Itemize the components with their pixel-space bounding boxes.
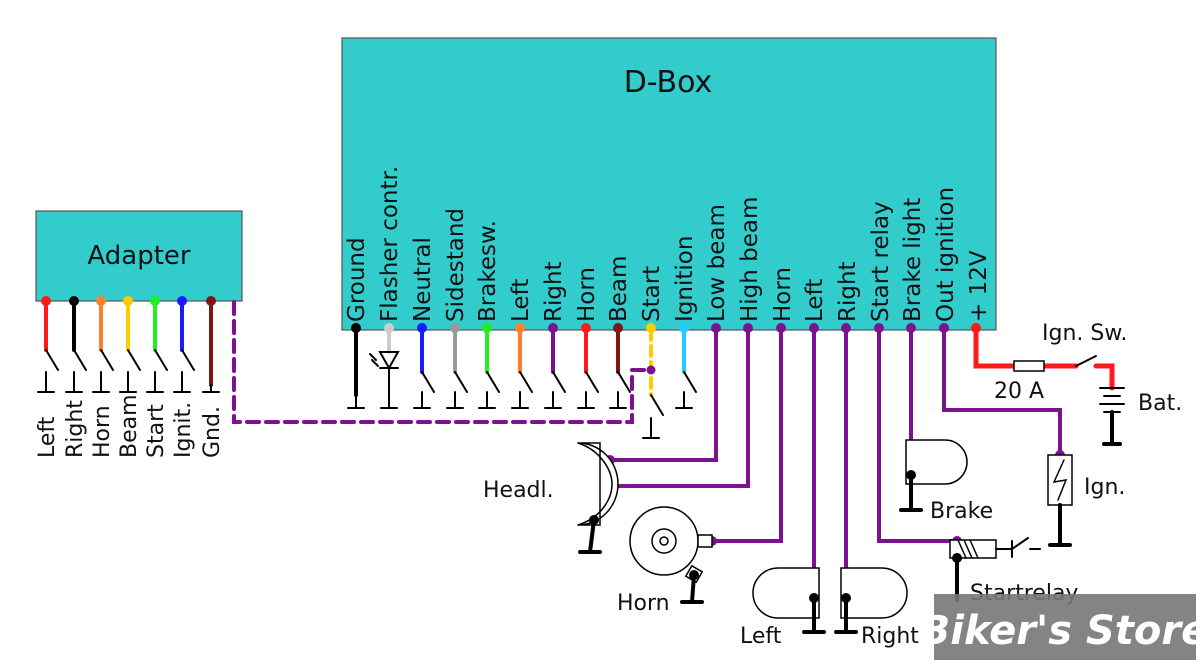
left-indicator-icon — [752, 567, 820, 619]
svg-text:Biker's Store: Biker's Store — [920, 608, 1200, 654]
battery-icon — [1099, 387, 1125, 446]
right-indicator-icon — [840, 567, 908, 619]
svg-text:Sidestand: Sidestand — [443, 208, 469, 322]
horn-label: Horn — [617, 591, 670, 616]
ign-sw-label: Ign. Sw. — [1042, 321, 1127, 346]
ign-coil — [1047, 454, 1073, 506]
ignition-switch — [1075, 355, 1097, 367]
svg-text:Flasher contr.: Flasher contr. — [377, 166, 403, 322]
svg-text:Left: Left — [35, 416, 60, 458]
fuse — [1013, 360, 1045, 372]
fuse-label: 20 A — [994, 379, 1044, 404]
svg-text:Neutral: Neutral — [410, 237, 436, 322]
svg-text:Low beam: Low beam — [704, 204, 730, 322]
svg-text:Beam: Beam — [117, 394, 142, 458]
svg-text:Out ignition: Out ignition — [933, 187, 959, 322]
svg-text:Left: Left — [802, 279, 828, 322]
brake-label: Brake — [930, 499, 993, 524]
adapter-start-link — [232, 300, 650, 424]
dbox-body — [341, 37, 997, 331]
svg-text:Start: Start — [639, 266, 665, 322]
dbox-input-switches — [347, 351, 697, 439]
ign-coil-bolt-icon — [1052, 459, 1068, 501]
dbox-pin-labels: Ground Flasher contr. Neutral Sidestand … — [344, 166, 992, 322]
left-label: Left — [740, 624, 782, 649]
headlight-label: Headl. — [483, 478, 554, 503]
svg-text:Right: Right — [63, 400, 88, 458]
svg-text:Horn: Horn — [90, 405, 115, 458]
svg-text:Ignition: Ignition — [672, 236, 698, 322]
power-wire — [973, 327, 1115, 391]
right-label: Right — [861, 624, 919, 649]
svg-text:Right: Right — [835, 261, 861, 322]
svg-text:Gnd.: Gnd. — [200, 406, 225, 458]
adapter-pin-dots — [41, 296, 216, 306]
ign-label: Ign. — [1084, 475, 1125, 500]
dbox-input-dots — [351, 323, 689, 375]
adapter-wires — [44, 298, 213, 387]
watermark-logo: Biker's Store — [920, 594, 1200, 660]
startrelay-icon — [949, 537, 1041, 559]
svg-text:Horn: Horn — [770, 267, 796, 322]
headlight-icon — [577, 442, 619, 526]
svg-text:Brakesw.: Brakesw. — [475, 220, 501, 322]
adapter-pin-labels: Left Right Horn Beam Start Ignit. Gnd. — [35, 394, 225, 458]
svg-text:Left: Left — [508, 279, 534, 322]
svg-text:Horn: Horn — [574, 267, 600, 322]
horn-icon — [629, 506, 713, 584]
adapter-switches — [37, 349, 220, 393]
svg-text:Ground: Ground — [344, 237, 370, 322]
battery-label: Bat. — [1138, 391, 1182, 416]
dbox-input-wires — [354, 328, 686, 397]
svg-text:Right: Right — [541, 261, 567, 322]
adapter-body — [35, 210, 243, 302]
svg-text:Beam: Beam — [606, 256, 632, 322]
adapter-title: Adapter — [87, 241, 190, 271]
svg-text:+ 12V: + 12V — [966, 250, 992, 322]
svg-text:Ignit.: Ignit. — [171, 402, 196, 458]
svg-text:High beam: High beam — [737, 197, 763, 322]
svg-text:Start: Start — [144, 404, 169, 458]
svg-text:Start relay: Start relay — [868, 201, 894, 322]
brake-light-icon — [905, 439, 968, 485]
dbox-title: D-Box — [624, 65, 713, 100]
svg-text:Brake light: Brake light — [900, 198, 926, 322]
